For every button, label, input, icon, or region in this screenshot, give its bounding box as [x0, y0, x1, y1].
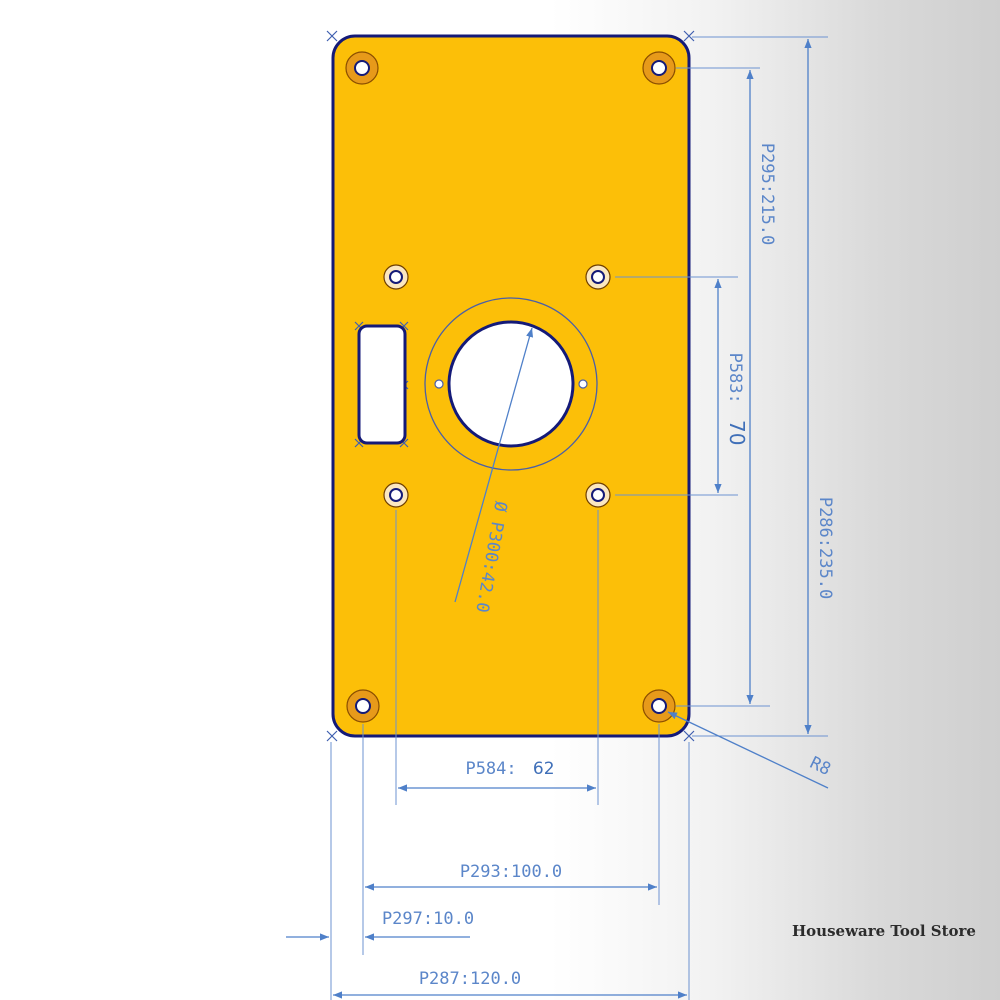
dimension-lines — [286, 39, 829, 999]
store-watermark: Houseware Tool Store — [792, 922, 976, 940]
dim-edge-offset: P297:10.0 — [382, 909, 474, 929]
dim-middle-hole-spacing-label: P583: — [725, 353, 745, 404]
corner-hole-top-left — [345, 51, 379, 85]
mounting-hole-upper-left — [383, 264, 409, 290]
dim-middle-hole-spacing-value: 70 — [725, 420, 749, 445]
dim-bottom-hole-spacing: P584: 62 — [465, 759, 554, 779]
dim-plate-width: P287:120.0 — [419, 969, 521, 989]
mounting-holes — [383, 264, 611, 508]
dim-line-center-diameter — [454, 327, 534, 603]
corner-holes — [345, 51, 676, 723]
dim-top-hole-spacing: P295:215.0 — [757, 143, 777, 245]
switch-slot — [357, 324, 407, 445]
corner-hole-bottom-right — [642, 689, 676, 723]
extension-lines — [330, 36, 828, 1000]
center-opening — [424, 297, 598, 471]
dim-bottom-hole-spacing-value: 62 — [533, 759, 555, 779]
mounting-hole-lower-right — [585, 482, 611, 508]
dim-bottom-hole-spacing-label: P584: — [465, 759, 516, 779]
construction-marks — [326, 30, 695, 742]
mounting-hole-upper-right — [585, 264, 611, 290]
dim-middle-hole-spacing: P583: 70 — [725, 353, 749, 446]
mounting-hole-lower-left — [383, 482, 409, 508]
corner-hole-bottom-left — [346, 689, 380, 723]
dim-line-corner-radius — [667, 711, 829, 789]
dim-outer-hole-spacing: P293:100.0 — [460, 862, 562, 882]
dim-corner-radius: R8 — [807, 753, 834, 780]
corner-hole-top-right — [642, 51, 676, 85]
dim-plate-height: P286:235.0 — [815, 497, 835, 599]
